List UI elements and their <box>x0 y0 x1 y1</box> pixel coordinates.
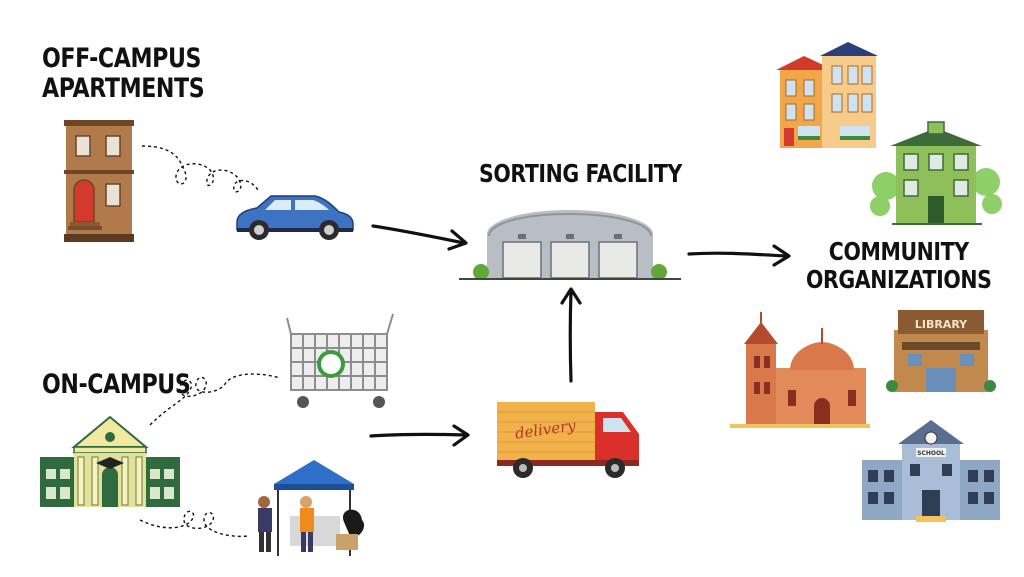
library-icon: LIBRARY <box>886 310 996 392</box>
arrow-truck-to-facility-head <box>560 287 582 305</box>
arrow-campus-to-truck-head <box>452 424 470 447</box>
off-campus-label-line2: APARTMENTS <box>42 73 205 105</box>
dotted-path-apartment-car <box>141 145 259 193</box>
cart-icon <box>286 313 394 408</box>
community-label-line1: COMMUNITY <box>828 237 969 266</box>
sorting-facility-label: SORTING FACILITY <box>479 159 682 188</box>
arrow-car-to-facility-head <box>447 229 468 251</box>
apartment-building-icon <box>64 120 134 242</box>
green-house-icon <box>870 121 1002 225</box>
church-icon <box>730 312 870 428</box>
arrow-campus-to-truck <box>369 432 468 438</box>
arrow-car-to-facility <box>371 224 466 245</box>
campus-building-icon <box>40 415 180 507</box>
svg-text:SCHOOL: SCHOOL <box>917 450 945 457</box>
delivery-truck-icon: delivery <box>497 402 639 478</box>
off-campus-label: OFF-CAMPUS APARTMENTS <box>42 43 205 105</box>
dotted-path-campus-cart <box>149 373 281 426</box>
dotted-path-campus-tent <box>139 510 249 538</box>
community-organizations-label: COMMUNITY ORGANIZATIONS <box>806 237 992 294</box>
tent-volunteers-icon <box>258 460 365 556</box>
on-campus-label: ON-CAMPUS <box>42 369 191 400</box>
sorting-facility-icon <box>459 210 681 280</box>
townhouse-icon <box>776 42 878 148</box>
arrow-facility-to-community <box>687 251 788 258</box>
svg-text:LIBRARY: LIBRARY <box>915 318 968 331</box>
school-icon: SCHOOL <box>862 420 1000 522</box>
off-campus-label-line1: OFF-CAMPUS <box>42 43 202 74</box>
arrow-truck-to-facility <box>568 289 573 383</box>
arrow-facility-to-community-head <box>772 244 791 267</box>
community-label-line2: ORGANIZATIONS <box>806 265 992 294</box>
car-icon <box>236 195 354 240</box>
